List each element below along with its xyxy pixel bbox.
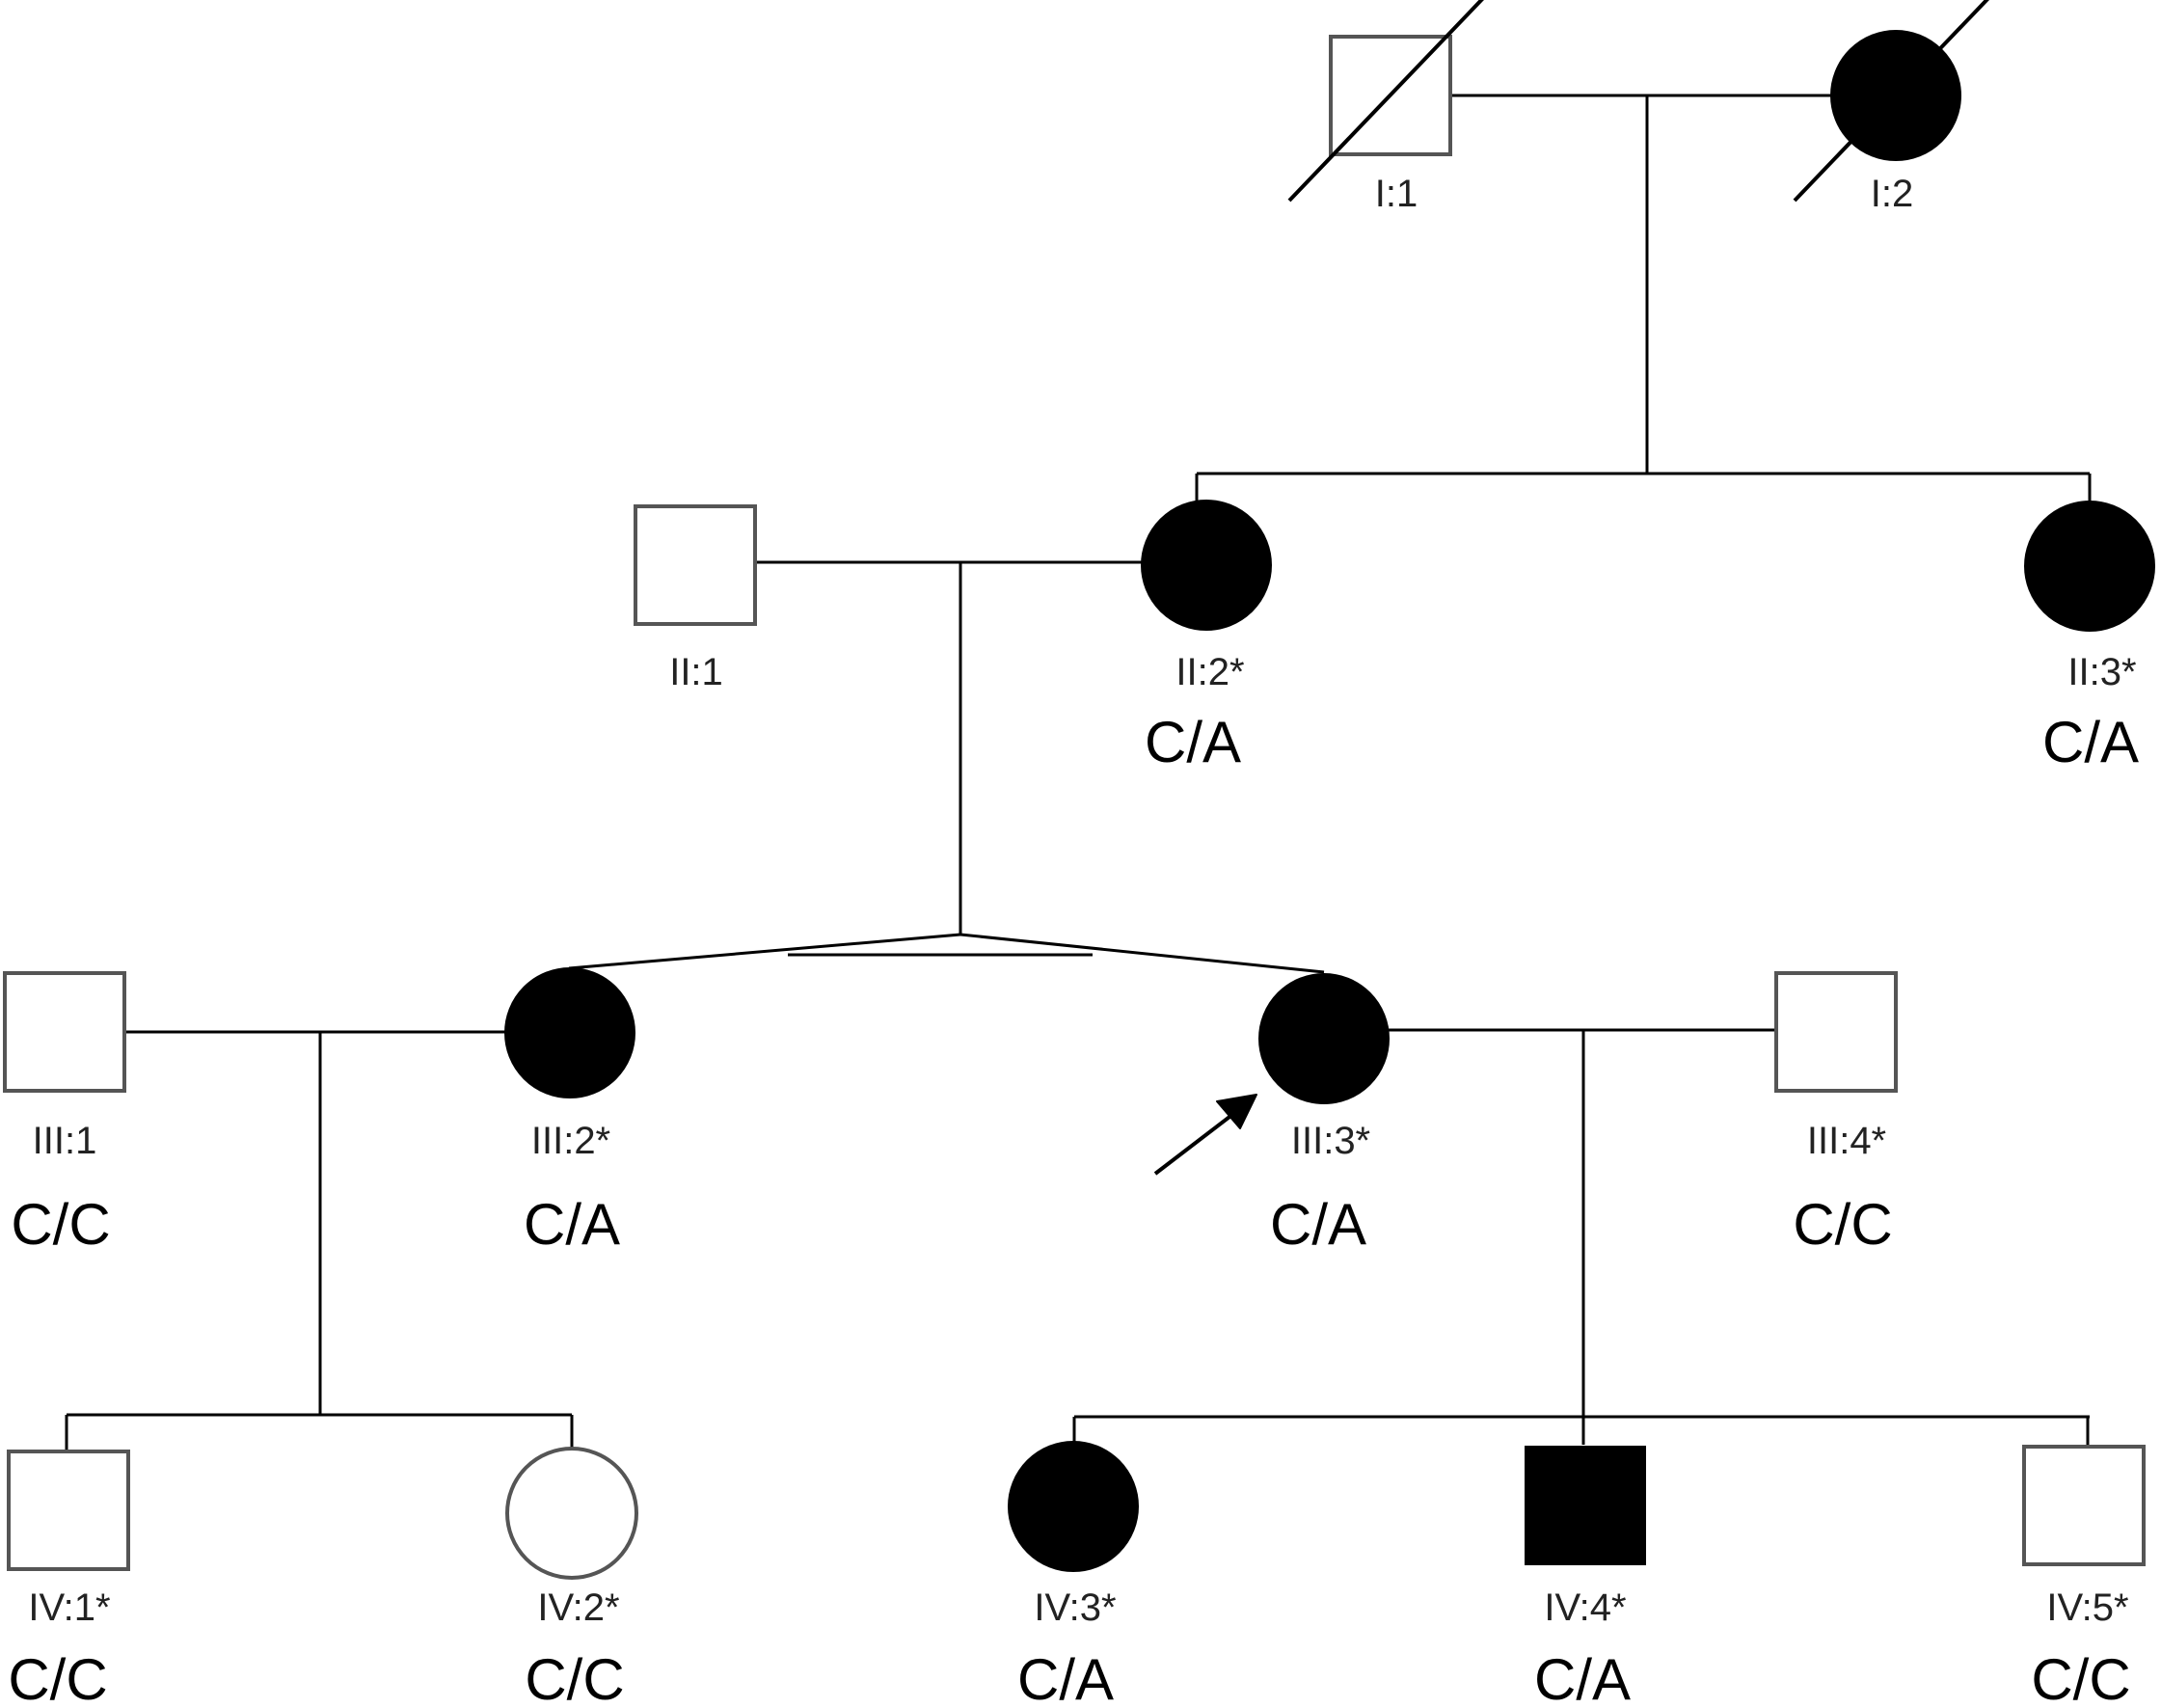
genotype-label: C/A	[1017, 1647, 1114, 1708]
genotype-label: C/C	[11, 1192, 110, 1257]
twin-line-III3	[959, 933, 1325, 974]
affected-female-circle-icon	[1258, 973, 1390, 1104]
individual-id-label: III:2*	[531, 1120, 610, 1162]
genotype-label: C/C	[2031, 1647, 2130, 1708]
genotype-label: C/A	[1534, 1647, 1631, 1708]
affected-female-circle-icon	[504, 967, 635, 1098]
individual-id-label: II:3*	[2067, 651, 2136, 693]
individual-iv5: IV:5* C/C	[2022, 1445, 2146, 1708]
genotype-label: C/A	[1270, 1192, 1366, 1257]
individual-id-label: I:1	[1375, 173, 1418, 215]
unaffected-male-square-icon	[3, 971, 126, 1093]
individual-iv4: IV:4* C/A	[1525, 1446, 1646, 1708]
individual-id-label: IV:2*	[537, 1586, 619, 1629]
individual-id-label: II:1	[669, 651, 723, 693]
individual-id-label: IV:1*	[28, 1586, 110, 1629]
deceased-slash-icon	[1793, 0, 1989, 203]
individual-ii3: II:3* C/A	[2024, 501, 2155, 774]
individual-id-label: IV:4*	[1544, 1586, 1626, 1629]
relationship-lines	[65, 94, 2092, 1451]
unaffected-male-square-icon	[1774, 971, 1898, 1093]
unaffected-male-square-icon	[634, 504, 757, 626]
individual-iii3: III:3* C/A	[1258, 973, 1390, 1257]
affected-male-square-icon	[1525, 1446, 1646, 1565]
genotype-label: C/C	[8, 1647, 107, 1708]
individual-symbols: I:1 I:2II:1 II:2* C/A II:3* C/A III:1C/C III:2*…	[3, 0, 2155, 1708]
genotype-label: C/A	[1145, 710, 1241, 774]
individual-iii4: III:4* C/C	[1774, 971, 1898, 1257]
affected-female-circle-icon	[1008, 1441, 1139, 1572]
genotype-label: C/C	[1793, 1192, 1892, 1257]
genotype-label: C/A	[2042, 710, 2139, 774]
individual-id-label: III:3*	[1291, 1120, 1370, 1162]
twin-line-III2	[568, 933, 961, 970]
individual-i2: I:2	[1793, 0, 1989, 215]
affected-female-circle-icon	[2024, 501, 2155, 632]
individual-id-label: IV:5*	[2046, 1586, 2128, 1629]
individual-id-label: III:1	[33, 1120, 97, 1162]
individual-ii2: II:2* C/A	[1141, 500, 1272, 774]
individual-id-label: II:2*	[1175, 651, 1244, 693]
individual-ii1: II:1	[634, 504, 757, 693]
genotype-label: C/C	[525, 1647, 624, 1708]
individual-id-label: III:4*	[1807, 1120, 1886, 1162]
individual-iv2: IV:2* C/C	[505, 1447, 638, 1708]
unaffected-female-circle-icon	[505, 1447, 638, 1580]
affected-female-circle-icon	[1141, 500, 1272, 631]
genotype-label: C/A	[524, 1192, 620, 1257]
individual-iii1: III:1C/C	[3, 971, 126, 1257]
unaffected-male-square-icon	[7, 1450, 130, 1571]
individual-i1: I:1	[1287, 0, 1484, 215]
individual-iv3: IV:3* C/A	[1008, 1441, 1139, 1708]
individual-id-label: IV:3*	[1034, 1586, 1116, 1629]
individual-id-label: I:2	[1871, 173, 1913, 215]
deceased-slash-icon	[1287, 0, 1484, 203]
unaffected-male-square-icon	[2022, 1445, 2146, 1566]
proband-arrow-icon	[1153, 1094, 1257, 1176]
individual-iv1: IV:1* C/C	[7, 1450, 130, 1708]
individual-iii2: III:2* C/A	[504, 967, 635, 1257]
